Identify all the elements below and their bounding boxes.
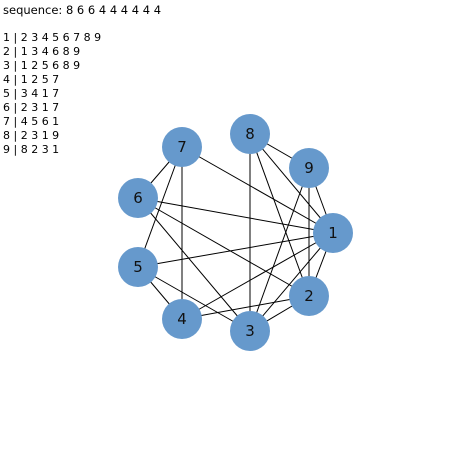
node-2: 2 (289, 276, 329, 316)
edge-3-5 (137, 266, 251, 332)
node-circle (162, 299, 202, 339)
edge-2-4 (181, 295, 310, 320)
edge-2-6 (137, 197, 310, 297)
edge-1-4 (181, 232, 334, 320)
node-5: 5 (118, 247, 158, 287)
nodes-layer: 1 2 3 4 5 6 7 8 9 (118, 114, 353, 351)
node-circle (289, 148, 329, 188)
node-label: 5 (133, 258, 143, 276)
node-4: 4 (162, 299, 202, 339)
node-label: 7 (177, 138, 187, 156)
edge-1-3 (249, 232, 334, 332)
node-1: 1 (313, 213, 353, 253)
adjacency-row: 1 | 2 3 4 5 6 7 8 9 (3, 31, 102, 44)
edge-2-8 (249, 133, 310, 297)
node-label: 1 (328, 224, 338, 242)
sequence-label: sequence: 8 6 6 4 4 4 4 4 4 (3, 3, 162, 17)
adjacency-row: 3 | 1 2 5 6 8 9 (3, 59, 81, 72)
edge-3-6 (137, 197, 251, 332)
node-circle (118, 178, 158, 218)
node-label: 9 (304, 159, 314, 177)
node-8: 8 (230, 114, 270, 154)
edge-5-7 (137, 146, 183, 268)
edge-3-9 (249, 167, 310, 332)
edge-1-5 (137, 232, 334, 268)
node-3: 3 (230, 311, 270, 351)
node-circle (313, 213, 353, 253)
adjacency-row: 2 | 1 3 4 6 8 9 (3, 45, 81, 58)
adjacency-row: 6 | 2 3 1 7 (3, 101, 60, 114)
node-circle (118, 247, 158, 287)
adjacency-row: 9 | 8 2 3 1 (3, 143, 60, 156)
node-label: 6 (133, 189, 143, 207)
node-circle (289, 276, 329, 316)
node-circle (230, 114, 270, 154)
edge-1-7 (181, 146, 334, 234)
node-label: 3 (245, 322, 255, 340)
node-6: 6 (118, 178, 158, 218)
edge-1-6 (137, 197, 334, 234)
adjacency-list: 1 | 2 3 4 5 6 7 8 9 2 | 1 3 4 6 8 9 3 | … (3, 31, 101, 157)
node-label: 4 (177, 310, 187, 328)
node-7: 7 (162, 127, 202, 167)
adjacency-row: 5 | 3 4 1 7 (3, 87, 60, 100)
edges-layer (137, 133, 334, 332)
adjacency-row: 8 | 2 3 1 9 (3, 129, 60, 142)
node-9: 9 (289, 148, 329, 188)
node-circle (162, 127, 202, 167)
adjacency-row: 4 | 1 2 5 7 (3, 73, 60, 86)
adjacency-row: 7 | 4 5 6 1 (3, 115, 60, 128)
node-label: 8 (245, 125, 255, 143)
edge-1-8 (249, 133, 334, 234)
node-circle (230, 311, 270, 351)
node-label: 2 (304, 287, 314, 305)
